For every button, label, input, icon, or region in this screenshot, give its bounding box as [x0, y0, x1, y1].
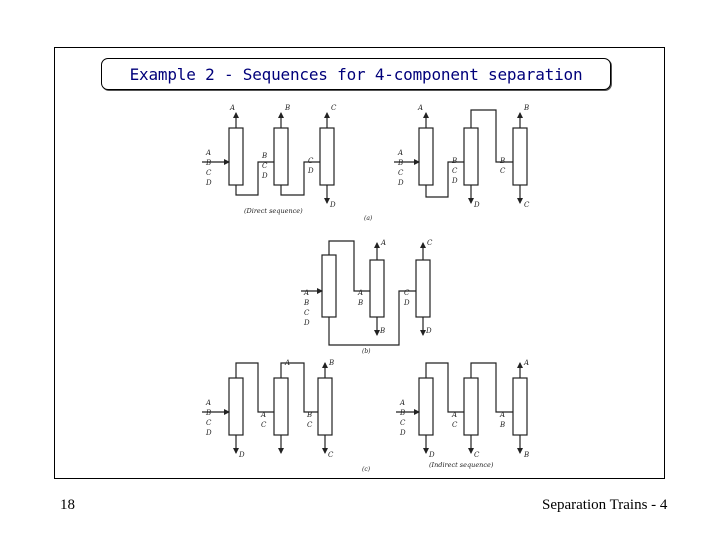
column [273, 377, 289, 436]
feed-label-d: D [397, 179, 404, 187]
stream-label-d: D [403, 299, 410, 307]
stream-label-b: B [499, 421, 505, 429]
product-label-a: A [284, 359, 290, 367]
product-label-c: C [524, 201, 530, 209]
stream-label-a: A [499, 411, 505, 419]
feed-label-a: A [303, 289, 309, 297]
title-box: Example 2 - Sequences for 4-component se… [101, 58, 611, 90]
feed-label-c: C [400, 419, 406, 427]
figure-label-c: (c) [362, 466, 371, 473]
column [321, 254, 337, 318]
stream-label-d: D [261, 172, 268, 180]
column [512, 377, 528, 436]
feed-label-a: A [397, 149, 403, 157]
stream-label-b: B [357, 299, 363, 307]
product-label-c: C [427, 239, 433, 247]
feed-label-b: B [397, 159, 403, 167]
stream-label-c: C [452, 167, 458, 175]
feed-label-d: D [205, 179, 212, 187]
feed-label-b: B [205, 409, 211, 417]
product-label-b: B [284, 104, 290, 112]
footer-label: Separation Trains - 4 [542, 497, 668, 513]
product-label-d: D [238, 451, 245, 459]
feed-label-b: B [399, 409, 405, 417]
feed-label-c: C [304, 309, 310, 317]
stream-label-a: A [260, 411, 266, 419]
stream-label-c: C [261, 421, 267, 429]
feed-label-c: C [206, 419, 212, 427]
feed-label-b: B [303, 299, 309, 307]
product-label-c: C [474, 451, 480, 459]
indirect-sequence-train [396, 362, 528, 454]
product-label-d: D [473, 201, 480, 209]
column [415, 259, 431, 318]
stream-label-b: B [451, 157, 457, 165]
product-label-b: B [379, 327, 385, 335]
product-label-c: C [331, 104, 337, 112]
stream-label-c: C [307, 421, 313, 429]
stream-label-c: C [452, 421, 458, 429]
figure-label-a: (a) [364, 215, 373, 222]
slide-frame [54, 47, 665, 479]
feed-label-b: B [205, 159, 211, 167]
column [228, 127, 244, 186]
stream-label-c: C [500, 167, 506, 175]
column [463, 377, 479, 436]
separation-sequences-diagram: A B C D A B C D B C D C D (Direct sequen… [202, 104, 530, 473]
product-label-d: D [425, 327, 432, 335]
stream-label-c: C [262, 162, 268, 170]
figure-label-b: (b) [362, 348, 371, 355]
sequence-train-top-right [394, 109, 528, 204]
indirect-sequence-label: (Indirect sequence) [429, 461, 494, 469]
column [319, 127, 335, 186]
feed-label-d: D [205, 429, 212, 437]
column [463, 127, 479, 186]
column [228, 377, 244, 436]
stream-label-b: B [306, 411, 312, 419]
product-label-b: B [328, 359, 334, 367]
feed-label-d: D [399, 429, 406, 437]
column [418, 127, 434, 186]
stream-label-a: A [451, 411, 457, 419]
product-label-d: D [428, 451, 435, 459]
column [418, 377, 434, 436]
slide-title: Example 2 - Sequences for 4-component se… [129, 64, 583, 84]
stream-label-b: B [261, 152, 267, 160]
sequence-train-middle [301, 240, 431, 346]
stream-label-c: C [308, 157, 314, 165]
column [317, 377, 333, 436]
product-label-a: A [229, 104, 235, 112]
product-label-a: A [417, 104, 423, 112]
feed-label-a: A [399, 399, 405, 407]
stream-label-b: B [499, 157, 505, 165]
stream-label-d: D [307, 167, 314, 175]
feed-label-c: C [206, 169, 212, 177]
product-label-d: D [329, 201, 336, 209]
slide-number: 18 [60, 497, 75, 513]
stream-label-d: D [451, 177, 458, 185]
feed-label-d: D [303, 319, 310, 327]
product-label-c: C [328, 451, 334, 459]
column [369, 259, 385, 318]
column [512, 127, 528, 186]
stream-label-c: C [404, 289, 410, 297]
feed-label-c: C [398, 169, 404, 177]
direct-sequence-label: (Direct sequence) [244, 207, 303, 215]
column [273, 127, 289, 186]
stream-label-a: A [357, 289, 363, 297]
product-label-b: B [523, 104, 529, 112]
direct-sequence-train [202, 112, 335, 204]
feed-label-a: A [205, 399, 211, 407]
product-label-a: A [380, 239, 386, 247]
product-label-b: B [523, 451, 529, 459]
product-label-a: A [523, 359, 529, 367]
sequence-train-bottom-left [202, 362, 333, 454]
feed-label-a: A [205, 149, 211, 157]
